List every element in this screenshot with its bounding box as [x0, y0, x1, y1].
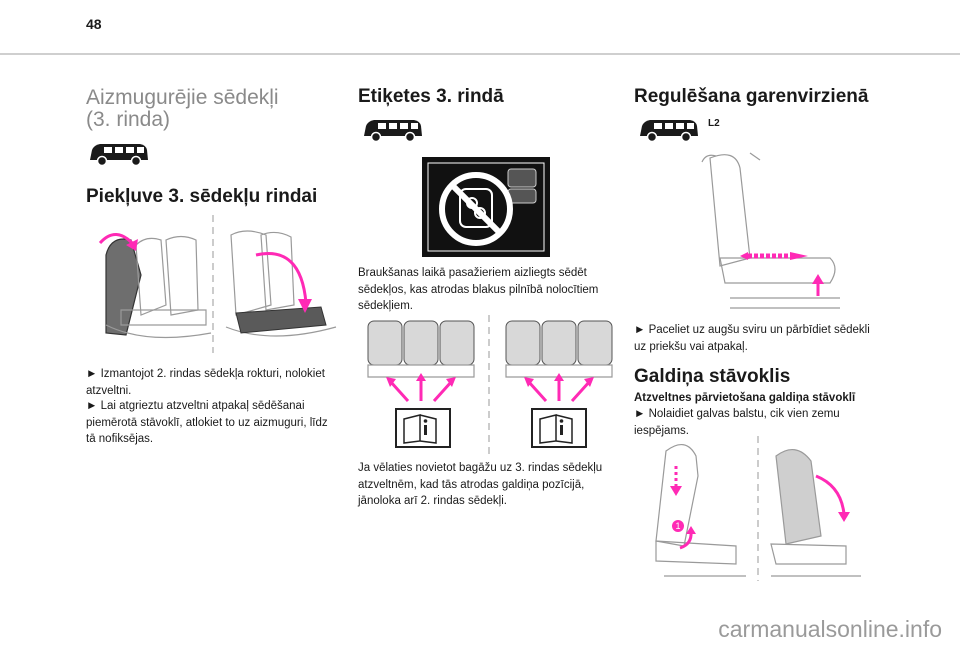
- page-number: 48: [86, 16, 102, 32]
- van-icon: [90, 144, 148, 167]
- van-icon-labels: [364, 120, 422, 143]
- luggage-text: Ja vēlaties novietot bagāžu uz 3. rindas…: [358, 462, 603, 507]
- watermark: carmanualsonline.info: [718, 616, 942, 642]
- header-rule: [0, 53, 960, 55]
- no-sitting-warning-label: [422, 157, 550, 257]
- van-version-label: L2: [708, 118, 720, 129]
- instruction-fold: ► Izmantojot 2. rindas sēdekļa rokturi, …: [86, 368, 325, 397]
- slide-instruction: ► Paceliet uz augšu sviru un pārbīdiet s…: [634, 324, 870, 353]
- access-third-row-heading: Piekļuve 3. sēdekļu rindai: [86, 186, 318, 207]
- table-position-heading: Galdiņa stāvoklis: [634, 366, 791, 387]
- callout-number: 1: [675, 521, 680, 531]
- table-position-illustration: 1: [655, 436, 861, 581]
- warning-text: Braukšanas laikā pasažieriem aizliegts s…: [358, 267, 599, 312]
- instruction-unfold: ► Lai atgrieztu atzveltni atpakaļ sēdēša…: [86, 400, 328, 445]
- labels-heading: Etiķetes 3. rindā: [358, 86, 504, 107]
- table-position-subheading: Atzveltnes pārvietošana galdiņa stāvoklī: [634, 392, 856, 404]
- fold-seat-illustration: [98, 215, 337, 353]
- luggage-table-illustration: [367, 315, 613, 455]
- headrest-instruction: ► Nolaidiet galvas balstu, cik vien zemu…: [634, 408, 840, 437]
- van-icon-l2: [640, 120, 698, 143]
- section-title-line2: (3. rinda): [86, 108, 171, 131]
- seat-slide-illustration: [701, 152, 840, 309]
- longitudinal-adjustment-heading: Regulēšana garenvirzienā: [634, 86, 869, 107]
- section-title-line1: Aizmugurējie sēdekļi: [86, 86, 279, 109]
